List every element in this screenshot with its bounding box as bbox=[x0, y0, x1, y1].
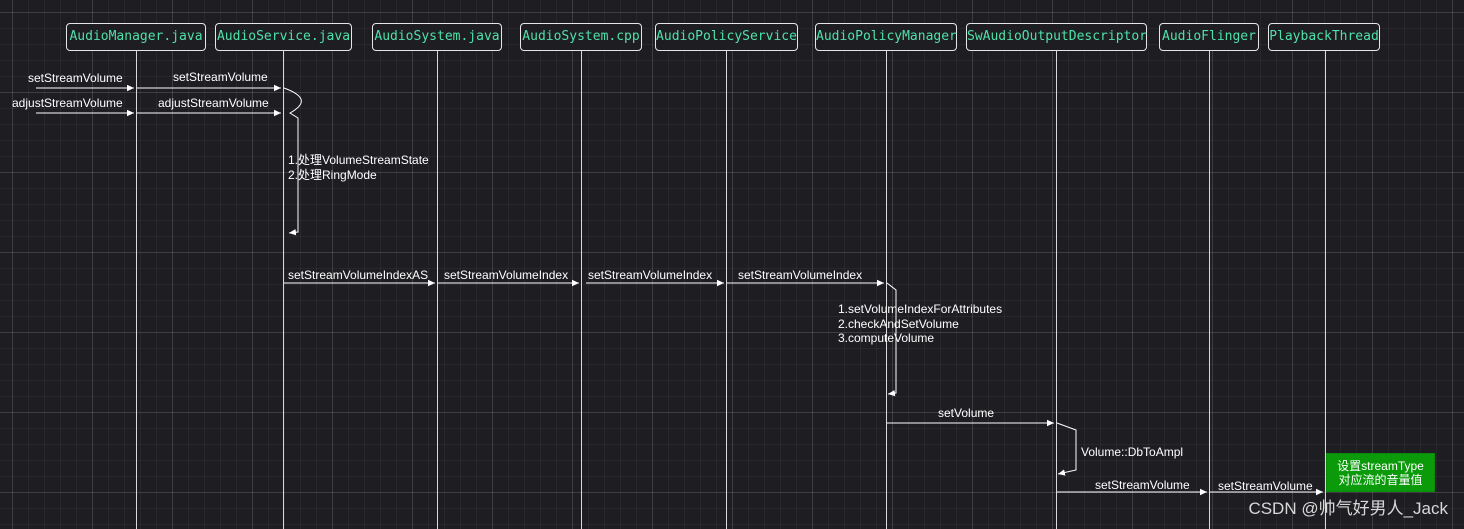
lifeline-audio-policy-service bbox=[726, 51, 727, 529]
arrow-self-audio-service bbox=[283, 87, 302, 236]
lifeline-audio-system-java bbox=[437, 51, 438, 529]
note-audio-service: 1.处理VolumeStreamState 2.处理RingMode bbox=[288, 153, 429, 182]
note-line: 1.处理VolumeStreamState bbox=[288, 153, 429, 167]
actor-audio-manager: AudioManager.java bbox=[66, 23, 206, 51]
lifeline-playback-thread bbox=[1325, 51, 1326, 529]
label-set-stream-volume-index-as: setStreamVolumeIndexAS bbox=[288, 268, 429, 282]
label-set-stream-volume-index-2: setStreamVolumeIndex bbox=[588, 268, 713, 282]
label-set-stream-volume: setStreamVolume bbox=[173, 70, 268, 84]
actor-audio-policy-service: AudioPolicyService bbox=[655, 23, 798, 51]
note-audio-policy-manager: 1.setVolumeIndexForAttributes 2.checkAnd… bbox=[838, 302, 1002, 346]
label-adjust-stream-volume-in: adjustStreamVolume bbox=[12, 96, 123, 110]
label-adjust-stream-volume: adjustStreamVolume bbox=[158, 96, 269, 110]
label-set-stream-volume-af: setStreamVolume bbox=[1095, 478, 1190, 492]
label-set-volume: setVolume bbox=[938, 406, 995, 420]
lifeline-audio-service bbox=[283, 51, 284, 529]
note-line: 3.computeVolume bbox=[838, 331, 935, 345]
callout-line: 对应流的音量值 bbox=[1338, 473, 1423, 487]
label-set-stream-volume-in: setStreamVolume bbox=[28, 71, 123, 85]
actor-audio-system-java: AudioSystem.java bbox=[372, 23, 502, 51]
label-set-stream-volume-index-3: setStreamVolumeIndex bbox=[738, 268, 863, 282]
label-set-stream-volume-index-1: setStreamVolumeIndex bbox=[444, 268, 569, 282]
lifeline-audio-policy-manager bbox=[886, 51, 887, 529]
actor-audio-policy-manager: AudioPolicyManager bbox=[815, 23, 957, 51]
actor-audio-system-cpp: AudioSystem.cpp bbox=[520, 23, 642, 51]
arrow-self-audio-policy-manager bbox=[886, 282, 897, 397]
actor-playback-thread: PlaybackThread bbox=[1268, 23, 1380, 51]
callout-box: 设置streamType 对应流的音量值 bbox=[1326, 453, 1435, 492]
label-set-stream-volume-pt: setStreamVolume bbox=[1218, 479, 1313, 493]
note-line: 2.checkAndSetVolume bbox=[838, 316, 959, 331]
note-output-descriptor: Volume::DbToAmpl bbox=[1081, 445, 1183, 460]
note-line: Volume::DbToAmpl bbox=[1081, 445, 1184, 459]
note-line: 1.setVolumeIndexForAttributes bbox=[838, 302, 1003, 316]
actor-audio-service: AudioService.java bbox=[215, 23, 352, 51]
watermark: CSDN @帅气好男人_Jack bbox=[1248, 499, 1448, 518]
lifeline-audio-manager bbox=[136, 51, 137, 529]
actor-output-descriptor: SwAudioOutputDescriptor bbox=[966, 23, 1147, 51]
note-line: 2.处理RingMode bbox=[288, 167, 377, 182]
lifeline-output-descriptor bbox=[1056, 51, 1057, 529]
actor-audio-flinger: AudioFlinger bbox=[1159, 23, 1259, 51]
arrow-self-output-descriptor bbox=[1056, 422, 1077, 476]
lifeline-audio-system-cpp bbox=[581, 51, 582, 529]
lifeline-audio-flinger bbox=[1209, 51, 1210, 529]
callout-line: 设置streamType bbox=[1337, 459, 1424, 473]
